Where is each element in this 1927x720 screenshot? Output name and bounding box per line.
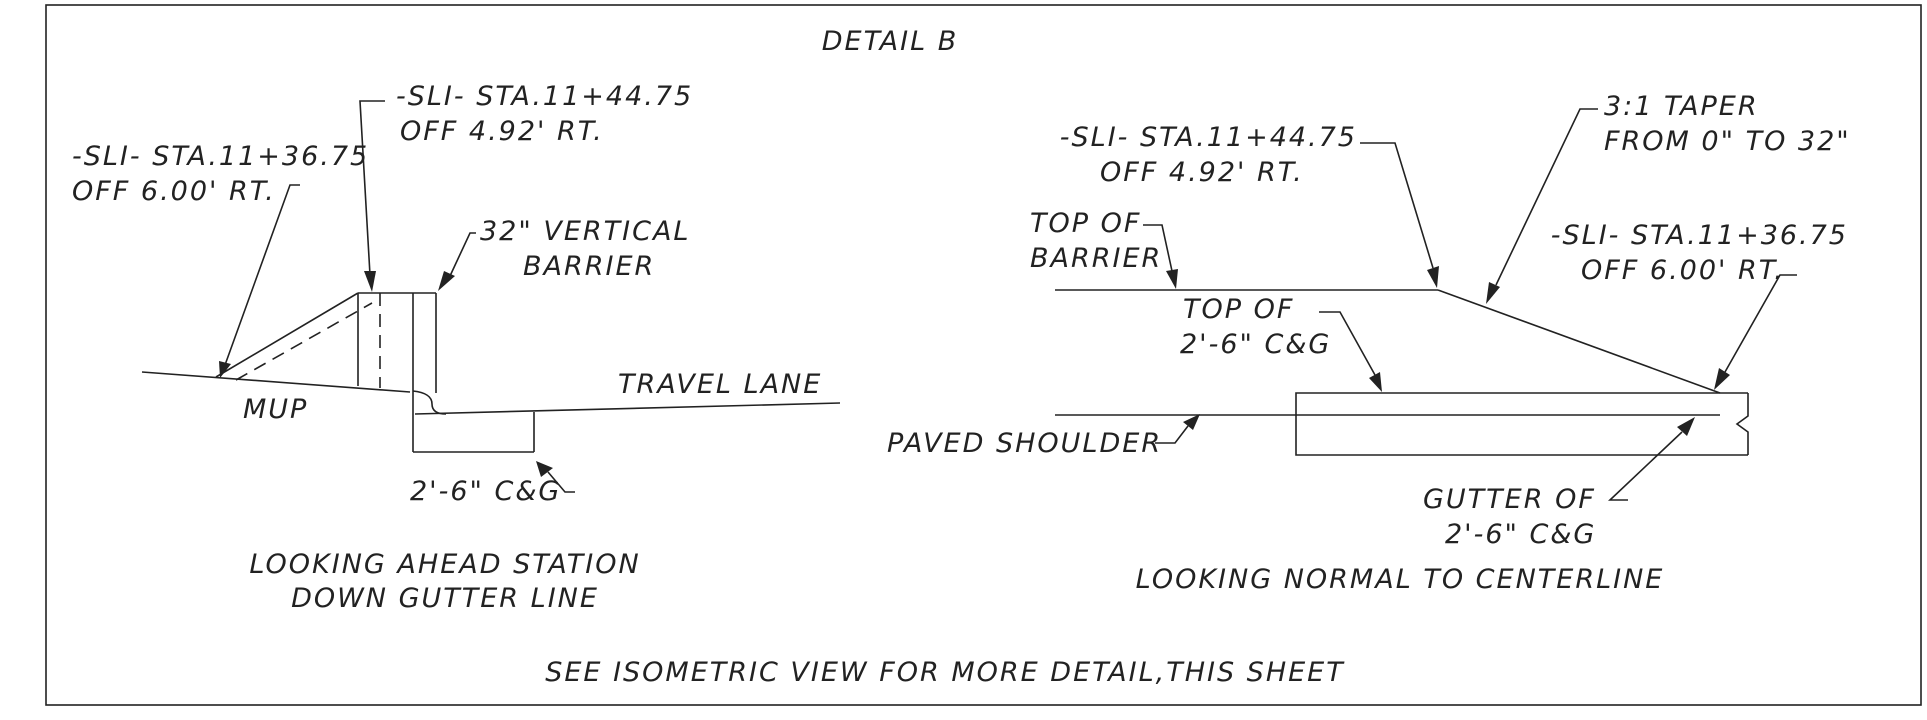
- barrier-slope: [215, 292, 359, 378]
- leader-top-cg: [1319, 311, 1376, 376]
- right-label-sli-2: -SLI- STA.11+36.75: [1551, 220, 1848, 251]
- left-view: -SLI- STA.11+44.75 OFF 4.92' RT. -SLI- S…: [72, 81, 841, 614]
- left-caption-line2: DOWN GUTTER LINE: [291, 583, 599, 614]
- leader-taper: [1495, 108, 1598, 286]
- left-caption-line1: LOOKING AHEAD STATION: [249, 549, 640, 580]
- barrier-slope-hidden: [235, 302, 373, 381]
- left-cg-label: 2'-6" C&G: [410, 476, 561, 507]
- arrowhead-sli-1: [364, 271, 376, 292]
- travel-lane-line: [414, 402, 841, 415]
- taper-label-line2: FROM 0" TO 32": [1604, 126, 1851, 157]
- mup-label: MUP: [243, 394, 308, 425]
- arrowhead-barrier: [438, 271, 455, 291]
- right-label-off-2: OFF 6.00' RT.: [1581, 255, 1785, 286]
- top-cg-label-line1: TOP OF: [1183, 294, 1294, 325]
- leader-top-barrier: [1143, 224, 1173, 272]
- gutter-label-line2: 2'-6" C&G: [1445, 519, 1596, 550]
- break-line: [1735, 393, 1749, 455]
- right-caption: LOOKING NORMAL TO CENTERLINE: [1136, 564, 1665, 595]
- detail-title: DETAIL B: [822, 26, 958, 57]
- arrowhead-cg: [536, 461, 553, 477]
- right-label-off-1: OFF 4.92' RT.: [1100, 157, 1304, 188]
- footer-note: SEE ISOMETRIC VIEW FOR MORE DETAIL,THIS …: [545, 657, 1345, 688]
- leader-barrier: [449, 232, 476, 277]
- left-label-off-1: OFF 4.92' RT.: [400, 116, 604, 147]
- arrowhead-paved-shoulder: [1183, 414, 1200, 430]
- taper-line: [1437, 289, 1721, 394]
- barrier-label-line1: 32" VERTICAL: [480, 216, 690, 247]
- arrowhead-taper: [1486, 282, 1500, 304]
- travel-lane-label: TRAVEL LANE: [618, 369, 822, 400]
- gutter-label-line1: GUTTER OF: [1423, 484, 1596, 515]
- right-view: -SLI- STA.11+44.75 OFF 4.92' RT. 3:1 TAP…: [887, 91, 1851, 595]
- top-barrier-label-line1: TOP OF: [1030, 208, 1141, 239]
- cg-block: [1295, 392, 1748, 456]
- leader-paved-shoulder: [1155, 425, 1189, 444]
- leader-cg: [547, 471, 575, 493]
- left-label-sli-1: -SLI- STA.11+44.75: [396, 81, 693, 112]
- taper-label-line1: 3:1 TAPER: [1604, 91, 1759, 122]
- leader-gutter: [1607, 431, 1683, 501]
- left-label-sli-2: -SLI- STA.11+36.75: [72, 141, 369, 172]
- sheet-border: [45, 4, 1922, 706]
- leader-sli-2-right: [1724, 274, 1797, 373]
- arrowhead-top-cg: [1369, 372, 1382, 392]
- arrowhead-gutter: [1677, 417, 1695, 436]
- mup-ground-line: [141, 371, 411, 393]
- arrowhead-sli-2: [219, 361, 231, 378]
- leader-sli-1-right: [1360, 142, 1434, 269]
- paved-shoulder-label: PAVED SHOULDER: [887, 428, 1162, 459]
- arrowhead-sli-1-right: [1427, 266, 1439, 288]
- right-label-sli-1: -SLI- STA.11+44.75: [1060, 122, 1357, 153]
- left-label-off-2: OFF 6.00' RT.: [72, 176, 276, 207]
- leader-sli-1: [359, 100, 385, 276]
- barrier-label-line2: BARRIER: [523, 251, 655, 282]
- arrowhead-sli-2-right: [1714, 368, 1730, 390]
- top-barrier-label-line2: BARRIER: [1030, 243, 1162, 274]
- leader-sli-2: [224, 184, 300, 366]
- curb-nose: [412, 390, 447, 415]
- arrowhead-top-barrier: [1166, 269, 1178, 289]
- top-cg-label-line2: 2'-6" C&G: [1180, 329, 1331, 360]
